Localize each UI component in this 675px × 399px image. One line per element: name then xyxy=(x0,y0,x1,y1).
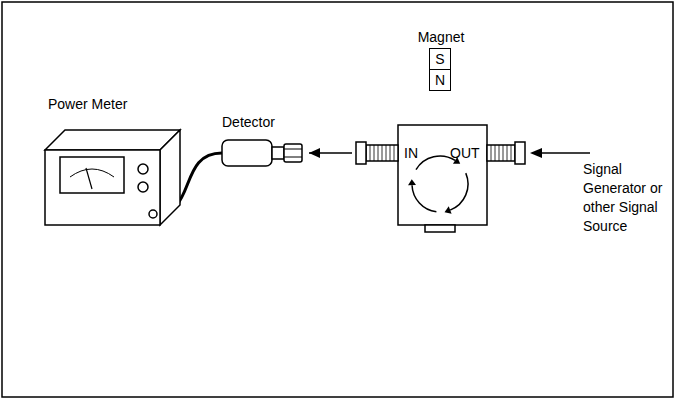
pole-divider xyxy=(430,69,450,70)
power-meter-drawing xyxy=(40,95,185,230)
power-meter: Power Meter xyxy=(40,95,185,230)
circulator-drawing xyxy=(352,122,528,234)
pole-letter: S xyxy=(430,50,450,68)
detector: Detector xyxy=(220,113,305,170)
signal-arrow xyxy=(309,148,352,158)
port-label: IN xyxy=(404,144,418,162)
port-label: OUT xyxy=(450,144,480,162)
signal-arrow xyxy=(530,148,590,158)
device-label: Power Meter xyxy=(48,95,127,113)
device-label: Detector xyxy=(222,113,275,131)
device-label: Magnet xyxy=(405,28,477,46)
pole-letter: N xyxy=(430,71,450,89)
circulator: IN OUT xyxy=(352,122,528,234)
magnet: MagnetSN xyxy=(405,28,477,92)
source-label: Signal Generator or other Signal Source xyxy=(583,160,665,236)
magnet-box: SN xyxy=(429,48,451,91)
